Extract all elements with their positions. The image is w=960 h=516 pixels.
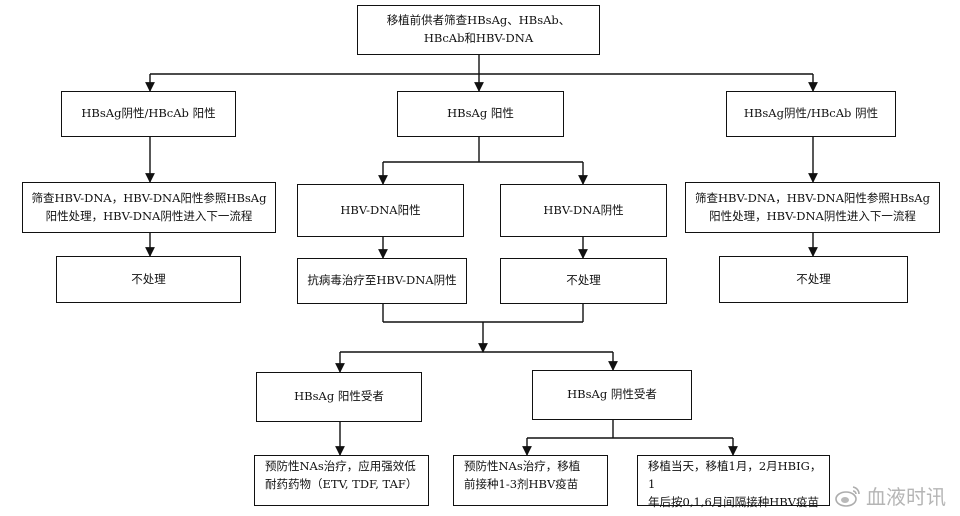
antiviral-label: 抗病毒治疗至HBV-DNA阴性: [307, 273, 457, 288]
pos-treatment-line-2: 耐药药物（ETV, TDF, TAF）: [265, 476, 418, 491]
watermark-text: 血液时讯: [866, 485, 946, 509]
dna-pos-label: HBV-DNA阳性: [340, 202, 421, 217]
watermark: 血液时讯: [834, 481, 946, 510]
weibo-icon: [834, 484, 862, 508]
left-no-action-node: 不处理: [56, 256, 241, 303]
left-screen-line-1: 筛查HBV-DNA，HBV-DNA阳性参照HBsAg: [31, 190, 267, 205]
root-node-line-2: HBcAb和HBV-DNA: [423, 31, 534, 45]
mid-no-action-label: 不处理: [566, 273, 601, 288]
left-screen-node: 筛查HBV-DNA，HBV-DNA阳性参照HBsAg 阳性处理，HBV-DNA阴…: [22, 182, 276, 233]
root-node-line-1: 移植前供者筛查HBsAg、HBsAb、: [386, 13, 571, 28]
right-branch-label: HBsAg阴性/HBcAb 阴性: [743, 106, 879, 121]
neg-treatment-a-line-2: 前接种1-3剂HBV疫苗: [464, 476, 579, 491]
left-no-action-label: 不处理: [131, 271, 166, 286]
pos-treatment-node: 预防性NAs治疗，应用强效低 耐药药物（ETV, TDF, TAF）: [254, 455, 429, 506]
pos-treatment-line-1: 预防性NAs治疗，应用强效低: [265, 459, 416, 473]
antiviral-node: 抗病毒治疗至HBV-DNA阴性: [297, 258, 467, 304]
right-screen-line-2: 阳性处理，HBV-DNA阴性进入下一流程: [709, 208, 916, 223]
neg-treatment-b-line-1: 移植当天，移植1月，2月HBIG，1: [648, 459, 822, 491]
left-screen-line-2: 阳性处理，HBV-DNA阴性进入下一流程: [45, 208, 253, 223]
mid-no-action-node: 不处理: [500, 258, 667, 304]
left-branch-label: HBsAg阴性/HBcAb 阳性: [81, 106, 216, 121]
recipient-neg-label: HBsAg 阴性受者: [567, 387, 657, 402]
left-branch-node: HBsAg阴性/HBcAb 阳性: [61, 91, 236, 137]
dna-pos-node: HBV-DNA阳性: [297, 184, 464, 237]
neg-treatment-a-node: 预防性NAs治疗，移植 前接种1-3剂HBV疫苗: [453, 455, 608, 506]
neg-treatment-a-line-1: 预防性NAs治疗，移植: [464, 459, 581, 473]
dna-neg-label: HBV-DNA阴性: [543, 202, 624, 217]
right-no-action-label: 不处理: [796, 271, 831, 286]
right-screen-line-1: 筛查HBV-DNA，HBV-DNA阳性参照HBsAg: [695, 190, 930, 205]
recipient-neg-node: HBsAg 阴性受者: [532, 370, 692, 420]
mid-branch-label: HBsAg 阳性: [447, 106, 514, 121]
right-no-action-node: 不处理: [719, 256, 908, 303]
recipient-pos-label: HBsAg 阳性受者: [294, 389, 384, 404]
neg-treatment-b-line-2: 年后按0,1,6月间隔接种HBV疫苗: [648, 494, 820, 509]
neg-treatment-b-node: 移植当天，移植1月，2月HBIG，1 年后按0,1,6月间隔接种HBV疫苗: [637, 455, 830, 509]
mid-branch-node: HBsAg 阳性: [397, 91, 564, 137]
recipient-pos-node: HBsAg 阳性受者: [256, 372, 422, 422]
root-node: 移植前供者筛查HBsAg、HBsAb、 HBcAb和HBV-DNA: [357, 5, 600, 55]
right-branch-node: HBsAg阴性/HBcAb 阴性: [726, 91, 896, 137]
right-screen-node: 筛查HBV-DNA，HBV-DNA阳性参照HBsAg 阳性处理，HBV-DNA阴…: [685, 182, 940, 233]
dna-neg-node: HBV-DNA阴性: [500, 184, 667, 237]
